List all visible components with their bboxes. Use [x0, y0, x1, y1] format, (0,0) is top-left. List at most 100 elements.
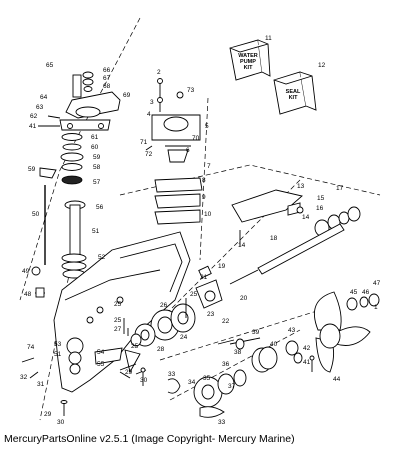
callout-28: 28 — [157, 346, 165, 353]
callout-14: 14 — [302, 214, 310, 221]
callout-74: 74 — [27, 344, 35, 351]
callout-24: 24 — [180, 334, 188, 341]
callout-52: 52 — [98, 254, 106, 261]
callout-30: 30 — [140, 377, 148, 384]
callout-54: 54 — [97, 349, 105, 356]
callout-37: 37 — [228, 383, 236, 390]
callout-63: 63 — [36, 104, 44, 111]
callout-38: 38 — [234, 349, 242, 356]
callout-42: 42 — [303, 345, 311, 352]
callout-3: 3 — [150, 99, 154, 106]
callout-17: 17 — [336, 185, 344, 192]
callout-60: 60 — [91, 144, 99, 151]
callout-25d: 25 — [131, 343, 139, 350]
callout-46: 46 — [362, 289, 370, 296]
callout-62: 62 — [30, 113, 38, 120]
callout-65: 65 — [46, 62, 54, 69]
callout-68: 68 — [103, 83, 111, 90]
callout-48: 48 — [24, 291, 32, 298]
callout-44: 44 — [333, 376, 341, 383]
callout-25: 25 — [190, 291, 198, 298]
callout-49: 49 — [22, 268, 30, 275]
callout-67: 67 — [103, 75, 111, 82]
kit-label-line: PUMP — [240, 58, 256, 65]
water-pump-stack — [145, 78, 203, 225]
callout-12: 12 — [318, 62, 326, 69]
callout-5: 5 — [205, 123, 209, 130]
callout-59: 59 — [93, 154, 101, 161]
callout-51: 51 — [92, 228, 100, 235]
callout-35: 35 — [203, 375, 211, 382]
callout-23: 23 — [207, 311, 215, 318]
seal-kit-box — [273, 71, 317, 115]
callout-4: 4 — [147, 111, 151, 118]
callout-36: 36 — [222, 361, 230, 368]
callout-20: 20 — [240, 295, 248, 302]
callout-10: 10 — [204, 211, 212, 218]
callout-43: 43 — [288, 327, 296, 334]
callout-32: 32 — [20, 374, 28, 381]
callout-66: 66 — [103, 67, 111, 74]
callout-41b: 41 — [303, 359, 311, 366]
driveshaft-seal-stack — [39, 133, 86, 210]
callout-45: 45 — [350, 289, 358, 296]
callout-33: 33 — [168, 371, 176, 378]
callout-70: 70 — [192, 135, 200, 142]
callout-64: 64 — [40, 94, 48, 101]
callout-34: 34 — [188, 379, 196, 386]
callout-26: 26 — [160, 302, 168, 309]
callout-13: 13 — [297, 183, 305, 190]
callout-61: 61 — [91, 134, 99, 141]
callout-30b: 30 — [57, 419, 65, 426]
propeller-shaft — [198, 223, 345, 285]
callout-31: 31 — [37, 381, 45, 388]
kit-label-line: SEAL — [285, 89, 301, 95]
callout-40: 40 — [270, 341, 278, 348]
callout-11: 11 — [265, 35, 272, 42]
callout-7: 7 — [207, 163, 211, 170]
callout-59b: 59 — [28, 166, 36, 173]
callout-39: 39 — [252, 329, 260, 336]
callout-1: 1 — [374, 304, 378, 311]
callout-18: 18 — [270, 235, 278, 242]
shift-shaft-assembly — [38, 71, 121, 131]
gear-housing — [21, 231, 191, 416]
kit-label-line: KIT — [288, 94, 298, 101]
callout-2: 2 — [157, 69, 161, 76]
callout-72: 72 — [145, 151, 153, 158]
callout-69: 69 — [123, 92, 131, 99]
driveshaft — [31, 185, 87, 279]
callout-8: 8 — [202, 177, 206, 184]
callout-71: 71 — [140, 139, 148, 146]
callout-19: 19 — [218, 263, 226, 270]
callout-29b: 29 — [44, 411, 52, 418]
callout-29: 29 — [125, 369, 133, 376]
callout-21: 21 — [200, 274, 208, 281]
callout-16: 16 — [316, 205, 324, 212]
callout-22: 22 — [222, 318, 230, 325]
callout-25c: 25 — [114, 317, 122, 324]
callout-6: 6 — [186, 147, 190, 154]
callout-41: 41 — [29, 123, 37, 130]
callout-58: 58 — [93, 164, 101, 171]
water-pump-kit-label: WATER PUMP KIT — [233, 53, 263, 71]
image-caption: MercuryPartsOnline v2.5.1 (Image Copyrig… — [4, 433, 295, 445]
fasteners — [119, 298, 315, 386]
callout-33b: 33 — [218, 419, 226, 426]
kit-label-line: KIT — [243, 64, 253, 71]
callout-47: 47 — [373, 280, 381, 287]
bearing-carrier — [231, 189, 361, 246]
callout-50: 50 — [32, 211, 40, 218]
callout-15: 15 — [317, 195, 325, 202]
callout-53: 53 — [54, 341, 62, 348]
seal-kit-label: SEAL KIT — [279, 89, 307, 102]
callout-73: 73 — [187, 87, 195, 94]
propeller — [314, 291, 380, 373]
callout-55: 55 — [97, 361, 105, 368]
lower-parts-row — [119, 337, 303, 418]
callout-56: 56 — [96, 204, 104, 211]
callout-27: 27 — [114, 326, 122, 333]
gears-and-clutch — [124, 279, 223, 374]
callout-51b: 51 — [54, 351, 62, 358]
